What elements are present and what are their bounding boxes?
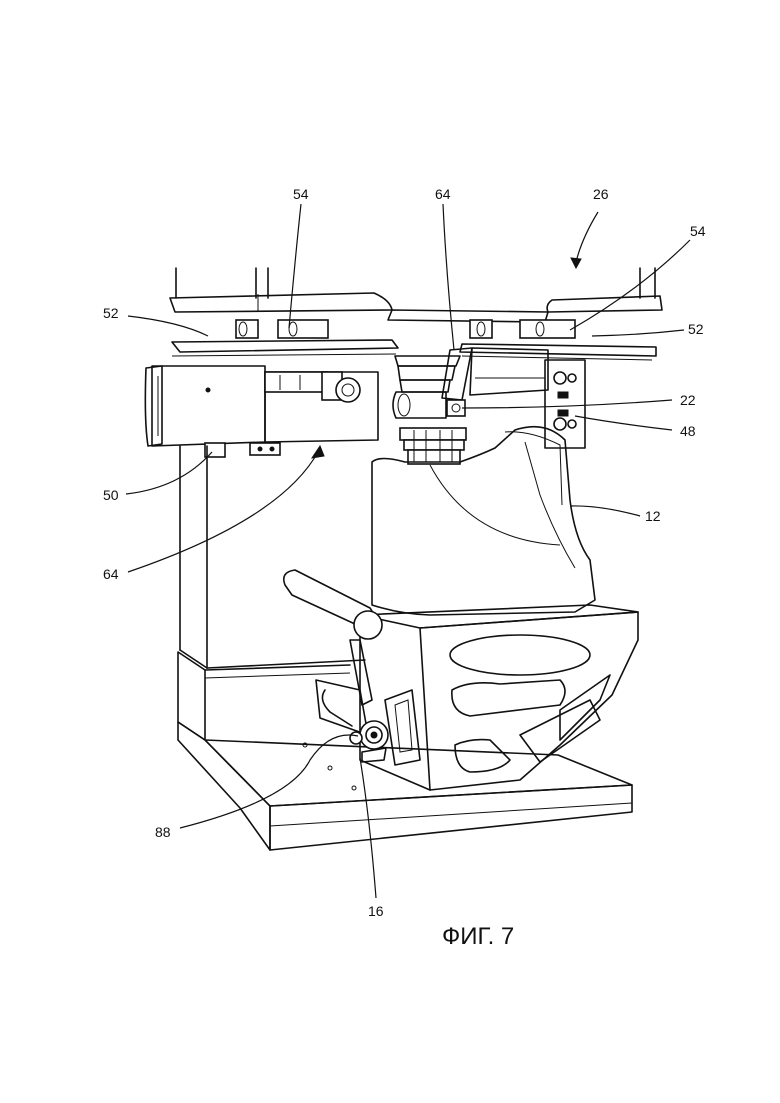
label-12: 12 bbox=[645, 508, 661, 524]
figure-caption: ФИГ. 7 bbox=[442, 923, 514, 950]
label-64-top: 64 bbox=[435, 186, 451, 202]
label-26: 26 bbox=[593, 186, 609, 202]
motor-housing bbox=[145, 366, 378, 457]
top-frame bbox=[170, 268, 662, 322]
label-64-left: 64 bbox=[103, 566, 119, 582]
label-48: 48 bbox=[680, 423, 696, 439]
mounting-plates bbox=[172, 340, 656, 360]
label-88: 88 bbox=[155, 824, 171, 840]
label-54-left: 54 bbox=[293, 186, 309, 202]
label-22: 22 bbox=[680, 392, 696, 408]
label-52-right: 52 bbox=[688, 321, 704, 337]
side-bracket bbox=[545, 360, 585, 448]
label-16: 16 bbox=[368, 903, 384, 919]
handle-lever bbox=[284, 570, 420, 765]
reference-labels: 54 64 26 54 52 52 22 48 50 12 64 88 16 bbox=[103, 186, 706, 919]
clamp-blocks bbox=[236, 320, 575, 338]
leader-lines bbox=[126, 204, 690, 898]
canister bbox=[372, 427, 595, 615]
label-50: 50 bbox=[103, 487, 119, 503]
label-54-right: 54 bbox=[690, 223, 706, 239]
cradle-frame bbox=[360, 605, 638, 790]
label-52-left: 52 bbox=[103, 305, 119, 321]
